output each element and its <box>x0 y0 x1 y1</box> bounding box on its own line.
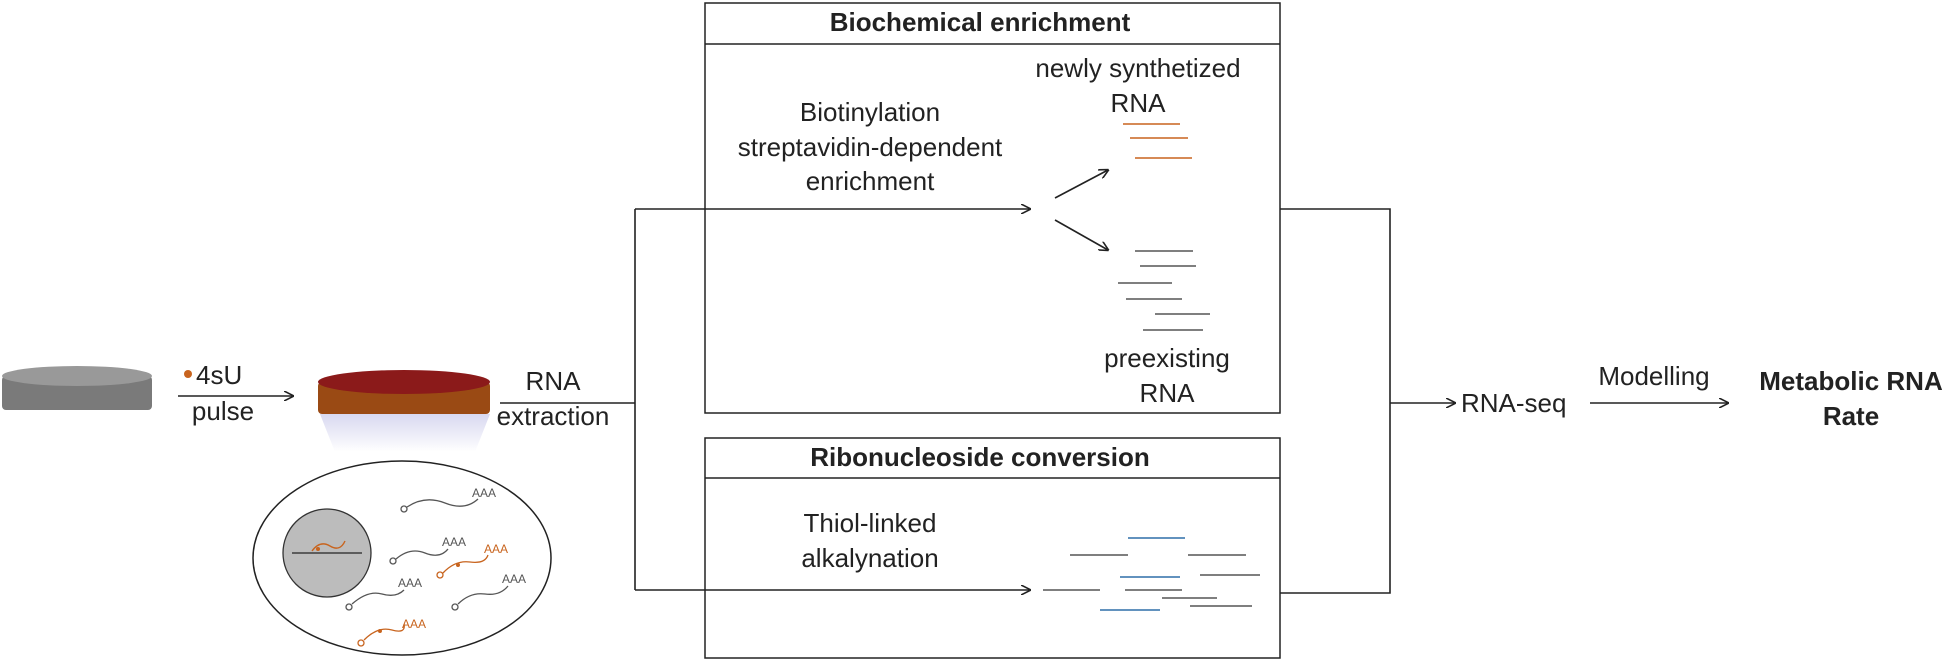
converted-rna-strands <box>1100 537 1185 611</box>
merge-bracket <box>1280 208 1391 594</box>
preexisting-rna-label: RNA <box>1140 378 1196 408</box>
mixed-rna-strands <box>1043 554 1260 607</box>
new-rna-label: RNA <box>1111 88 1167 118</box>
rna-label: RNA <box>526 366 582 396</box>
svg-text:AAA: AAA <box>472 486 496 500</box>
svg-text:AAA: AAA <box>398 576 422 590</box>
newly-synthesized-rna-strands <box>1123 123 1192 159</box>
labeled-culture-dish <box>318 370 490 452</box>
biochemical-enrichment-title: Biochemical enrichment <box>830 7 1131 37</box>
pulse-label: pulse <box>192 396 254 426</box>
extraction-label: extraction <box>497 401 610 431</box>
untreated-culture-dish <box>2 366 152 410</box>
ribonucleoside-conversion-box: Ribonucleoside conversion Thiol-linked a… <box>704 437 1281 659</box>
modelling-label: Modelling <box>1598 361 1709 391</box>
rate-label: Rate <box>1823 401 1879 431</box>
preexisting-rna-strands <box>1118 250 1210 331</box>
newly-synthetized-label: newly synthetized <box>1035 53 1240 83</box>
ribonucleoside-conversion-title: Ribonucleoside conversion <box>810 442 1150 472</box>
rna-seq-label: RNA-seq <box>1461 388 1566 418</box>
streptavidin-label: streptavidin-dependent <box>738 132 1003 162</box>
thiol-linked-label: Thiol-linked <box>804 508 937 538</box>
svg-text:AAA: AAA <box>402 617 426 631</box>
4su-label: 4sU <box>196 360 242 390</box>
svg-text:AAA: AAA <box>484 542 508 556</box>
metabolic-rna-label: Metabolic RNA <box>1759 366 1943 396</box>
alkalynation-label: alkalynation <box>801 543 938 573</box>
svg-text:AAA: AAA <box>442 535 466 549</box>
split-arrow-old <box>1054 219 1108 250</box>
biochemical-enrichment-box: Biochemical enrichment Biotinylation str… <box>704 2 1281 414</box>
enrichment-label: enrichment <box>806 166 935 196</box>
preexisting-label: preexisting <box>1104 343 1230 373</box>
svg-text:AAA: AAA <box>502 572 526 586</box>
split-arrow-new <box>1054 170 1108 199</box>
cell-illustration: AAA AAA AAA AAA AAA AAA <box>252 460 552 656</box>
4su-dot-icon <box>184 370 192 378</box>
biotinylation-label: Biotinylation <box>800 97 940 127</box>
